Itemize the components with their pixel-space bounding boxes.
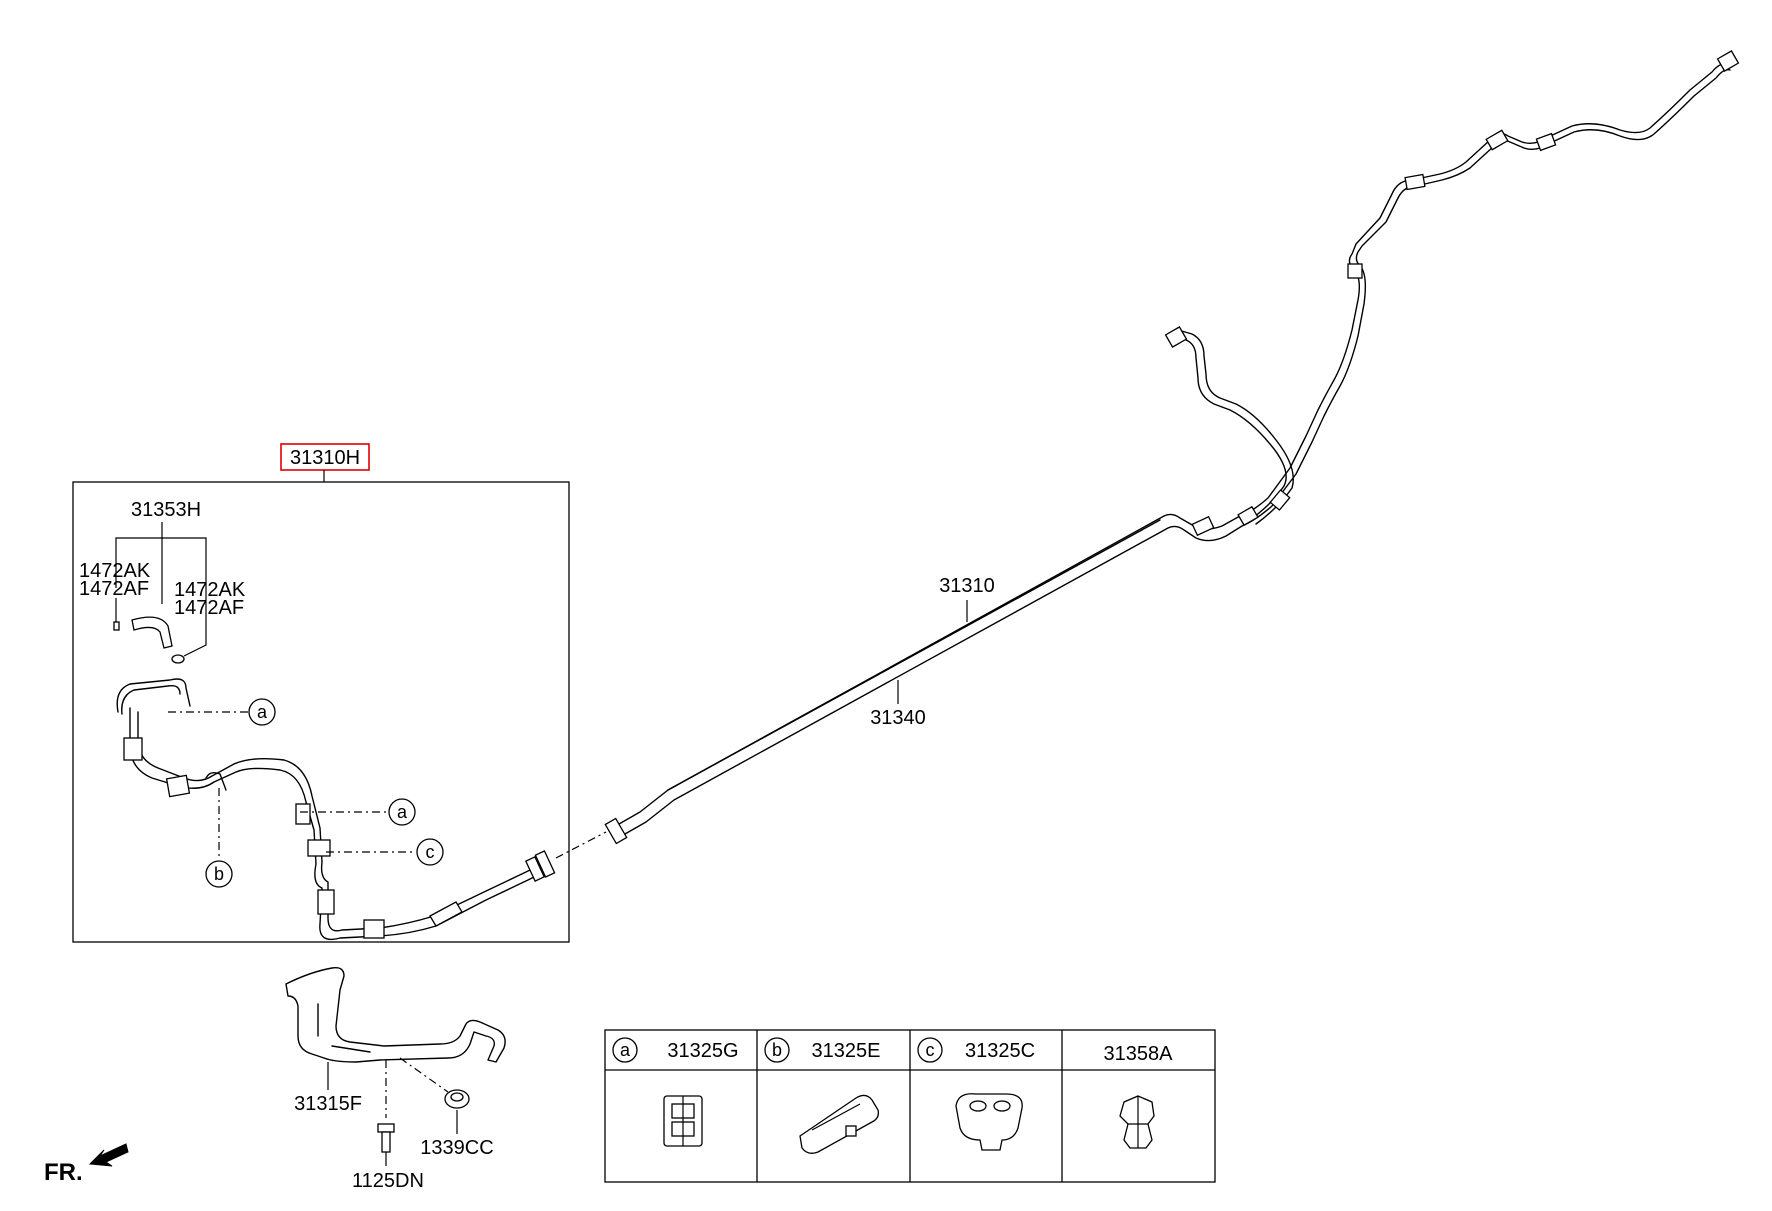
legend-cell-a[interactable]: a 31325G [612, 1037, 739, 1147]
nut-part [444, 1089, 470, 1109]
clip-d-icon [1119, 1095, 1155, 1149]
legend-cell-d[interactable]: 31358A [1104, 1043, 1174, 1149]
tube-return-label[interactable]: 31340 [870, 707, 926, 729]
assembly-label[interactable]: 31310H [290, 447, 360, 469]
assembly-label-group[interactable]: 31310H [280, 443, 370, 471]
clamp-right-code-1[interactable]: 1472AK [174, 579, 246, 601]
callout-a2-circle[interactable] [388, 798, 416, 826]
callout-a1-letter: a [257, 702, 268, 722]
front-label: FR. [44, 1159, 83, 1186]
connector-dash [555, 831, 607, 859]
clamp-left-code-1[interactable]: 1472AK [79, 560, 151, 582]
callout-a1-circle[interactable] [248, 698, 276, 726]
legend-table: a 31325G b 31325E c 31325C [604, 1029, 1216, 1183]
legend-code-d: 31358A [1104, 1043, 1174, 1065]
hose-set-label[interactable]: 31353H [131, 499, 201, 521]
legend-letter-a: a [620, 1040, 631, 1060]
front-arrow-icon [88, 1143, 129, 1167]
assembly-highlight-box [280, 443, 370, 471]
legend-cell-c[interactable]: c 31325C [917, 1037, 1035, 1151]
tube-main-label[interactable]: 31310 [939, 575, 995, 597]
legend-code-b: 31325E [812, 1040, 881, 1062]
bracket-nut-dash [399, 1057, 449, 1093]
bracket-label[interactable]: 31315F [294, 1093, 362, 1115]
clamp-left-code-2[interactable]: 1472AF [79, 578, 149, 600]
short-hose-part [131, 616, 173, 649]
assembly-frame [72, 481, 570, 943]
callout-b-circle[interactable] [205, 860, 233, 888]
callout-c-letter: c [426, 842, 435, 862]
legend-code-c: 31325C [965, 1040, 1035, 1062]
legend-letter-c: c [926, 1040, 935, 1060]
fuel-pipe-assembly [116, 678, 556, 941]
clamp-right-code-2[interactable]: 1472AF [174, 597, 244, 619]
clip-a-icon [663, 1095, 703, 1147]
clamp-right-part [171, 654, 185, 664]
clip-c-icon [955, 1093, 1023, 1151]
callout-a2-letter: a [397, 802, 408, 822]
legend-cell-b[interactable]: b 31325E [764, 1037, 881, 1154]
legend-letter-b: b [772, 1040, 782, 1060]
nut-label[interactable]: 1339CC [420, 1137, 493, 1159]
long-fuel-tube [604, 50, 1740, 845]
callout-b-letter: b [214, 864, 224, 884]
clip-b-icon [799, 1094, 880, 1154]
callout-c-circle[interactable] [416, 838, 444, 866]
legend-code-a: 31325G [667, 1040, 738, 1062]
clamp-left-part [113, 621, 120, 631]
bolt-part [377, 1123, 395, 1153]
clamp-group-left-leader [115, 537, 207, 657]
bracket-part [285, 966, 506, 1063]
bolt-label[interactable]: 1125DN [352, 1170, 424, 1192]
